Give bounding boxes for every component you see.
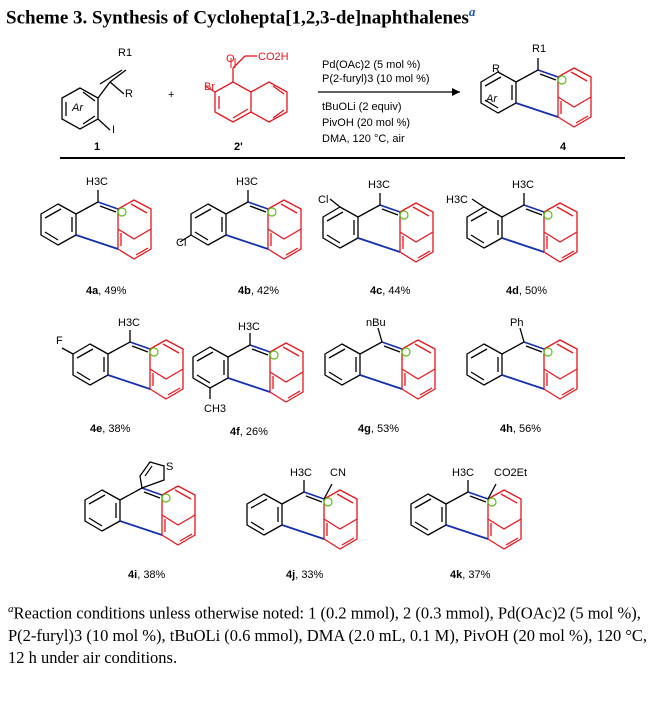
compound-4d-structure	[466, 192, 578, 263]
product-r1: R1	[532, 43, 546, 55]
compound-4c-label: 4c, 44%	[370, 285, 411, 297]
compound-4h-structure	[466, 327, 578, 400]
compound-4c-structure	[322, 192, 434, 263]
title-footnote-marker: a	[468, 4, 476, 19]
condition-1: Pd(OAc)2 (5 mol %)	[322, 59, 420, 71]
product-r: R	[492, 63, 500, 75]
reactant-1-halide: I	[112, 124, 115, 136]
compound-4k-substituent-top: H3C	[452, 467, 474, 479]
compound-4g-substituent-top: nBu	[366, 317, 386, 329]
compound-4c-substituent-top: H3C	[368, 179, 390, 191]
reactant-1-structure	[61, 69, 127, 131]
compound-4d-label: 4d, 50%	[506, 285, 547, 297]
compound-4e-substituent: F	[56, 335, 63, 347]
compound-4k-structure	[410, 479, 522, 550]
reaction-scheme: R1 R Ar I 1 + Br O CO2H 2' Pd(OAc)2 (5 m…	[40, 43, 625, 581]
reactant-2-number: 2'	[234, 141, 243, 153]
compound-4f-substituent: CH3	[204, 403, 226, 415]
compound-4j-substituent: CN	[330, 467, 346, 479]
condition-4: PivOH (20 mol %)	[322, 117, 410, 129]
compound-4d-substituent: H3C	[446, 194, 468, 206]
compound-4i-thiophene-s: S	[166, 461, 173, 473]
reactant-1-ar: Ar	[71, 102, 84, 114]
compound-4h-label: 4h, 56%	[500, 423, 541, 435]
reaction-conditions-footnote: aReaction conditions unless otherwise no…	[8, 603, 648, 667]
reactant-2-o: O	[226, 53, 235, 65]
compound-4j-structure	[246, 479, 358, 550]
reactant-2-structure	[204, 55, 288, 123]
compound-4k-substituent: CO2Et	[494, 467, 527, 479]
product-ar: Ar	[485, 93, 498, 105]
compound-4f-substituent-top: H3C	[238, 321, 260, 333]
compound-4i-label: 4i, 38%	[128, 569, 166, 581]
reactant-1-r: R	[125, 88, 133, 100]
scheme-title: Scheme 3. Synthesis of Cyclohepta[1,2,3-…	[6, 4, 476, 29]
condition-5: DMA, 120 °C, air	[322, 133, 405, 145]
compound-4b-substituent-top: H3C	[236, 176, 258, 188]
reactant-2-acid: CO2H	[258, 51, 289, 63]
compound-4k-label: 4k, 37%	[450, 569, 491, 581]
compound-4d-substituent-top: H3C	[512, 179, 534, 191]
compound-4c-substituent: Cl	[318, 194, 328, 206]
reactant-1-number: 1	[94, 141, 100, 153]
compound-4i-structure	[84, 461, 196, 546]
compound-4a-structure	[40, 189, 152, 260]
compound-4e-structure	[61, 329, 184, 400]
compound-4b-label: 4b, 42%	[238, 285, 279, 297]
product-number: 4	[560, 141, 567, 153]
compound-4f-structure	[192, 332, 304, 403]
compound-4a-substituent-top: H3C	[86, 176, 108, 188]
condition-3: tBuOLi (2 equiv)	[322, 101, 401, 113]
compound-4e-substituent-top: H3C	[118, 317, 140, 329]
compound-4j-label: 4j, 33%	[286, 569, 324, 581]
compound-4j-substituent-top: H3C	[290, 467, 312, 479]
compound-4a-label: 4a, 49%	[86, 285, 127, 297]
compound-4e-label: 4e, 38%	[90, 423, 131, 435]
compound-4h-substituent-top: Ph	[510, 317, 523, 329]
compound-4b-structure	[179, 189, 302, 260]
plus-sign: +	[168, 89, 174, 101]
condition-2: P(2-furyl)3 (10 mol %)	[322, 73, 430, 85]
product-4-structure	[480, 67, 592, 128]
compound-4f-label: 4f, 26%	[230, 426, 268, 438]
compound-4g-structure	[324, 327, 436, 400]
reactant-1-r1: R1	[118, 47, 132, 59]
reactant-2-br: Br	[204, 81, 215, 93]
compound-4g-label: 4g, 53%	[358, 423, 399, 435]
compound-4b-substituent: Cl	[176, 237, 186, 249]
